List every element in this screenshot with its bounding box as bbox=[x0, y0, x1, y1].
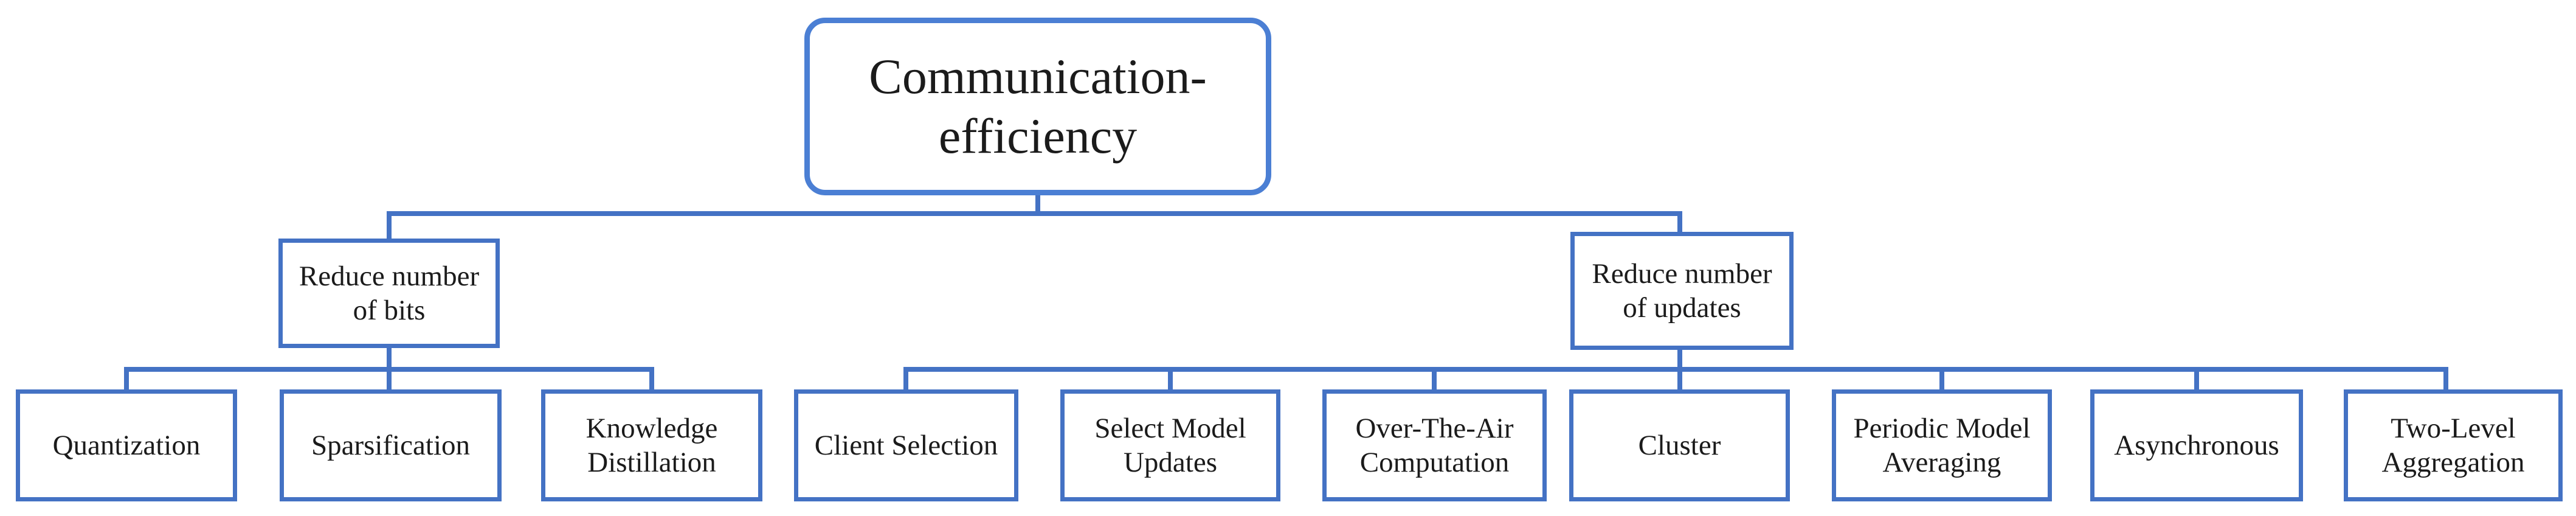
connector-level2-left-rail bbox=[124, 367, 654, 372]
node-label: Reduce number of updates bbox=[1592, 257, 1772, 324]
node-reduce-number-of-bits: Reduce number of bits bbox=[278, 239, 500, 348]
connector-drop-over-the-air bbox=[1432, 372, 1437, 392]
connector-branch-bits-stub bbox=[387, 211, 392, 241]
node-two-level-aggregation: Two-Level Aggregation bbox=[2344, 389, 2563, 501]
connector-drop-client-selection bbox=[903, 372, 908, 392]
node-communication-efficiency: Communication-efficiency bbox=[804, 18, 1271, 195]
connector-drop-asynchronous bbox=[2194, 372, 2199, 392]
connector-drop-knowledge-distillation bbox=[649, 372, 654, 392]
node-label: Periodic Model Averaging bbox=[1853, 412, 2031, 478]
node-quantization: Quantization bbox=[16, 389, 237, 501]
connector-branch-updates-stub bbox=[1677, 211, 1682, 234]
connector-level1-rail bbox=[387, 211, 1682, 216]
connector-root-stub bbox=[1035, 191, 1040, 214]
node-sparsification: Sparsification bbox=[280, 389, 502, 501]
node-label: Communication-efficiency bbox=[869, 48, 1207, 164]
node-over-the-air-computation: Over-The-Air Computation bbox=[1322, 389, 1547, 501]
connector-level2-right-rail bbox=[903, 367, 2448, 372]
node-label: Over-The-Air Computation bbox=[1355, 412, 1514, 478]
connector-drop-two-level-aggregation bbox=[2443, 372, 2448, 392]
connector-drop-periodic-model-averaging bbox=[1939, 372, 1944, 392]
node-label: Reduce number of bits bbox=[299, 260, 480, 326]
node-reduce-number-of-updates: Reduce number of updates bbox=[1570, 232, 1794, 350]
connector-drop-quantization bbox=[124, 372, 129, 392]
node-cluster: Cluster bbox=[1569, 389, 1790, 501]
node-client-selection: Client Selection bbox=[794, 389, 1018, 501]
node-label: Two-Level Aggregation bbox=[2381, 412, 2525, 478]
node-label: Asynchronous bbox=[2114, 429, 2279, 461]
node-label: Select Model Updates bbox=[1094, 412, 1246, 478]
node-knowledge-distillation: Knowledge Distillation bbox=[541, 389, 762, 501]
node-select-model-updates: Select Model Updates bbox=[1060, 389, 1280, 501]
node-label: Sparsification bbox=[311, 429, 471, 461]
node-periodic-model-averaging: Periodic Model Averaging bbox=[1832, 389, 2052, 501]
node-label: Cluster bbox=[1638, 429, 1721, 461]
node-label: Knowledge Distillation bbox=[585, 412, 718, 478]
node-label: Client Selection bbox=[814, 429, 998, 461]
node-asynchronous: Asynchronous bbox=[2090, 389, 2303, 501]
connector-drop-select-model-updates bbox=[1168, 372, 1173, 392]
node-label: Quantization bbox=[52, 429, 201, 461]
